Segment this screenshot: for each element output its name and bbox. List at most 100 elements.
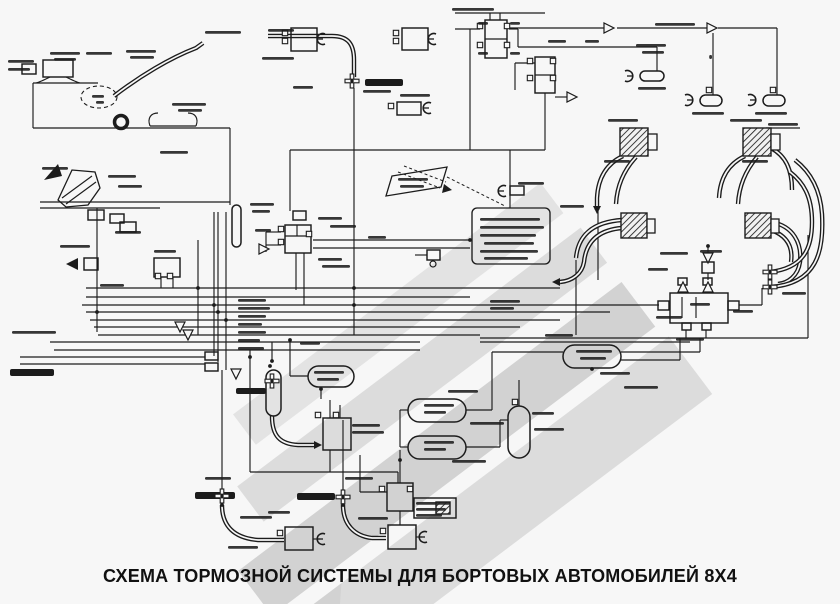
fitting-center-dot (341, 495, 345, 499)
hose-coupling-icon (747, 93, 757, 107)
valve-funnel-icon (230, 368, 242, 381)
part-number-label (742, 160, 768, 163)
diagram-caption: СХЕМА ТОРМОЗНОЙ СИСТЕМЫ ДЛЯ БОРТОВЫХ АВТ… (103, 566, 737, 586)
air-hose-core (268, 35, 355, 77)
part-number-label (480, 234, 536, 237)
pipe-port (549, 74, 557, 82)
valve-box (204, 351, 219, 361)
junction-dot (224, 318, 228, 322)
air-hose-core (113, 42, 204, 97)
valve-funnel-icon (603, 22, 616, 34)
part-number-label (452, 8, 494, 11)
part-number-label (700, 250, 722, 253)
hose-coupling-icon (316, 532, 326, 546)
fitting-center-dot (270, 379, 274, 383)
junction-dot (95, 310, 99, 314)
part-number-label (352, 431, 384, 434)
pipe-port (549, 57, 557, 65)
part-number-label (692, 112, 724, 115)
label-bar (297, 493, 335, 500)
part-number-label (398, 178, 428, 181)
part-number-label (50, 52, 80, 55)
valve-box (284, 224, 312, 254)
part-number-label (560, 205, 584, 208)
valve-box (401, 27, 429, 51)
chamber-port (647, 133, 658, 151)
part-number-label (534, 428, 564, 431)
part-number-label (60, 245, 90, 248)
part-number-label (330, 225, 356, 228)
pipe-port (476, 41, 484, 49)
part-number-label (648, 268, 668, 271)
pipe-port (511, 398, 519, 406)
pipe-port (281, 37, 289, 45)
pipe-port (503, 22, 511, 30)
air-hose-core (221, 504, 284, 541)
junction-dot (319, 387, 323, 391)
brake-chamber (619, 127, 649, 157)
pipe-port (276, 529, 284, 537)
valve-box (284, 526, 314, 551)
part-number-label (250, 203, 274, 206)
part-number-label (178, 109, 202, 112)
ring-fitting (429, 260, 437, 268)
fitting-center-dot (768, 285, 772, 289)
valve-box (83, 257, 99, 271)
part-number-label (238, 347, 264, 350)
part-number-label (480, 226, 544, 229)
chamber-port (646, 218, 656, 234)
part-number-label (608, 119, 638, 122)
valve-box (413, 497, 457, 519)
pipe-port (305, 230, 313, 238)
part-number-label (490, 307, 514, 310)
chamber-port (770, 218, 780, 234)
valve-box (681, 322, 692, 331)
junction-dot (590, 367, 594, 371)
part-number-label (268, 29, 294, 32)
pipe-port (166, 272, 174, 280)
pipe-port (503, 41, 511, 49)
part-number-label (416, 508, 446, 511)
junction-dot (398, 458, 402, 462)
part-number-label (8, 68, 30, 71)
watermark-stripe (233, 182, 564, 445)
part-number-label (452, 460, 486, 463)
part-number-label (238, 315, 266, 318)
hose-coupling-icon (422, 101, 432, 115)
part-number-label (318, 258, 342, 261)
pipe-port (277, 238, 285, 246)
part-number-label (363, 90, 391, 93)
pipe-port (406, 485, 414, 493)
hose-coupling-icon (418, 530, 428, 544)
watermark-stripe (238, 281, 656, 604)
part-number-label (54, 58, 76, 61)
component-outline (57, 169, 101, 208)
air-hose-core (342, 504, 386, 539)
arrowhead-icon (552, 278, 560, 286)
part-number-label (600, 372, 630, 375)
part-number-label (416, 514, 442, 517)
junction-dot (288, 338, 292, 342)
air-reservoir (231, 204, 242, 248)
pipe-port (378, 485, 386, 493)
arrowhead-icon (44, 164, 62, 180)
part-number-label (240, 516, 272, 519)
valve-box (387, 524, 417, 550)
callout-dashed-line (403, 165, 447, 183)
valve-box (42, 59, 74, 78)
brake-chamber (744, 212, 772, 239)
valve-box (426, 249, 441, 261)
ring-fitting (112, 113, 130, 131)
part-number-label (656, 316, 682, 319)
fitting-center-dot (768, 270, 772, 274)
part-number-label (400, 185, 424, 188)
part-number-label (42, 167, 68, 170)
part-number-label (160, 151, 188, 154)
part-number-label (205, 477, 231, 480)
part-number-label (252, 210, 270, 213)
pipe-curve (187, 112, 198, 127)
pipe-port (392, 29, 400, 37)
pipe-curve (65, 181, 97, 205)
air-hose-core (596, 155, 624, 210)
